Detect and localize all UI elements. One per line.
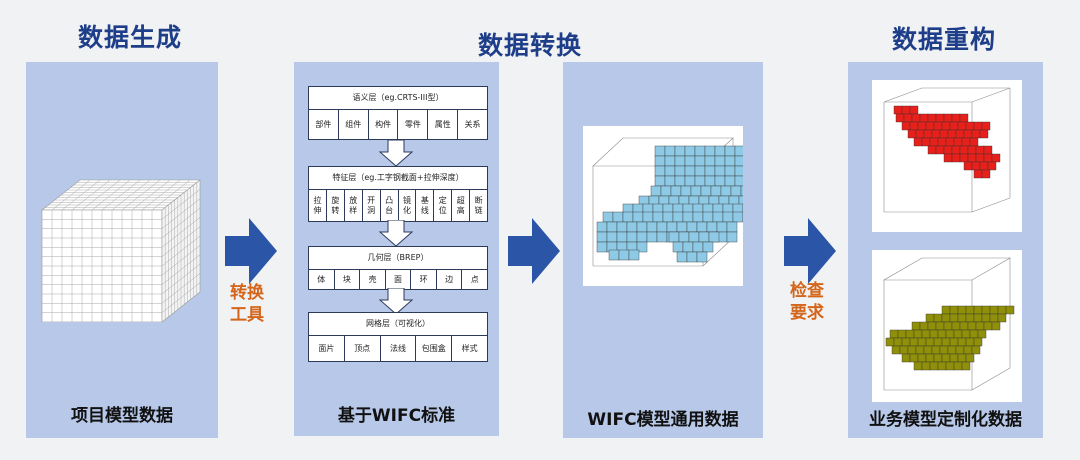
layer-cell: 组件 <box>339 110 369 139</box>
layer-feature: 特征层（eg.工字钢截面+拉伸深度） 拉伸 旋转 放样 开洞 凸台 镜化 基线 … <box>308 166 488 222</box>
layer-mesh-title: 网格层（可视化） <box>309 313 487 336</box>
layer-cell: 面 <box>386 270 412 289</box>
label-check-requirement-line1: 检查 <box>790 281 824 301</box>
section-title-generation: 数据生成 <box>78 23 183 52</box>
voxel-olive-svg <box>882 257 1015 391</box>
layer-cell: 基线 <box>416 190 435 221</box>
layer-feature-title: 特征层（eg.工字钢截面+拉伸深度） <box>309 167 487 190</box>
label-check-requirement: 检查 要求 <box>787 280 827 324</box>
voxel-olive-model-image <box>872 250 1022 402</box>
right-arrow-icon-2 <box>508 218 560 284</box>
down-arrow-icon-2 <box>378 220 414 246</box>
section-title-conversion: 数据转换 <box>478 31 583 60</box>
right-arrow-icon-3 <box>784 218 836 284</box>
layer-geometry-cells: 体 块 壳 面 环 边 点 <box>309 270 487 289</box>
down-arrow-icon-3 <box>378 288 414 314</box>
layer-geometry: 几何层（BREP） 体 块 壳 面 环 边 点 <box>308 246 488 290</box>
voxel-cube-image <box>41 179 201 322</box>
layer-cell: 镜化 <box>399 190 417 221</box>
voxel-red-svg <box>883 87 1011 213</box>
label-convert-tool: 转换 工具 <box>227 282 267 326</box>
voxel-red-model-image <box>872 80 1022 232</box>
layer-cell: 零件 <box>398 110 429 139</box>
layer-cell: 壳 <box>360 270 386 289</box>
layer-cell: 凸台 <box>381 190 399 221</box>
caption-wifc-common: WIFC模型通用数据 <box>587 410 739 430</box>
layer-cell: 边 <box>437 270 463 289</box>
right-arrow-icon-1 <box>225 218 277 284</box>
panel-wifc-standard: 语义层（eg.CRTS-III型） 部件 组件 构件 零件 属性 关系 特征层（… <box>294 62 499 436</box>
layer-semantic-cells: 部件 组件 构件 零件 属性 关系 <box>309 110 487 139</box>
layer-mesh-cells: 面片 顶点 法线 包围盒 样式 <box>309 336 487 361</box>
layer-cell: 点 <box>470 274 479 284</box>
layer-cell: 体 <box>309 270 335 289</box>
layer-cell: 放样 <box>345 190 363 221</box>
layer-cell: 构件 <box>369 110 399 139</box>
layer-cell: 顶点 <box>345 336 381 361</box>
layer-cell: 块 <box>335 270 361 289</box>
layer-cell: 旋转 <box>327 190 345 221</box>
layer-cell: 断链 <box>474 195 483 215</box>
label-convert-tool-line2: 工具 <box>230 305 264 325</box>
layer-mesh: 网格层（可视化） 面片 顶点 法线 包围盒 样式 <box>308 312 488 362</box>
panel-wifc-common: WIFC模型通用数据 <box>563 62 763 438</box>
panel-business-custom: 业务模型定制化数据 <box>848 62 1043 438</box>
layer-semantic: 语义层（eg.CRTS-III型） 部件 组件 构件 零件 属性 关系 <box>308 86 488 140</box>
caption-project-model: 项目模型数据 <box>71 406 173 426</box>
layer-cell: 面片 <box>309 336 345 361</box>
section-title-reconstruction: 数据重构 <box>892 25 997 54</box>
voxel-blue-svg <box>592 137 754 267</box>
label-convert-tool-line1: 转换 <box>230 283 264 303</box>
panel-project-model: 项目模型数据 <box>26 62 218 438</box>
layer-cell: 样式 <box>461 343 478 353</box>
layer-cell: 拉伸 <box>309 190 327 221</box>
layer-cell: 定位 <box>434 190 453 221</box>
layer-cell: 环 <box>411 270 437 289</box>
voxel-blue-model-image <box>583 126 754 286</box>
layer-cell: 关系 <box>464 119 481 129</box>
layer-cell: 超高 <box>452 190 471 221</box>
layer-cell: 部件 <box>309 110 339 139</box>
layer-semantic-title: 语义层（eg.CRTS-III型） <box>309 87 487 110</box>
layer-geometry-title: 几何层（BREP） <box>309 247 487 270</box>
label-check-requirement-line2: 要求 <box>790 303 824 323</box>
layer-cell: 包围盒 <box>416 336 453 361</box>
layer-cell: 开洞 <box>363 190 381 221</box>
down-arrow-icon-1 <box>378 140 414 166</box>
caption-business-custom: 业务模型定制化数据 <box>869 410 1022 430</box>
layer-cell: 属性 <box>428 110 459 139</box>
caption-wifc-standard: 基于WIFC标准 <box>337 406 456 426</box>
layer-cell: 法线 <box>381 336 417 361</box>
layer-feature-cells: 拉伸 旋转 放样 开洞 凸台 镜化 基线 定位 超高 断链 <box>309 190 487 221</box>
